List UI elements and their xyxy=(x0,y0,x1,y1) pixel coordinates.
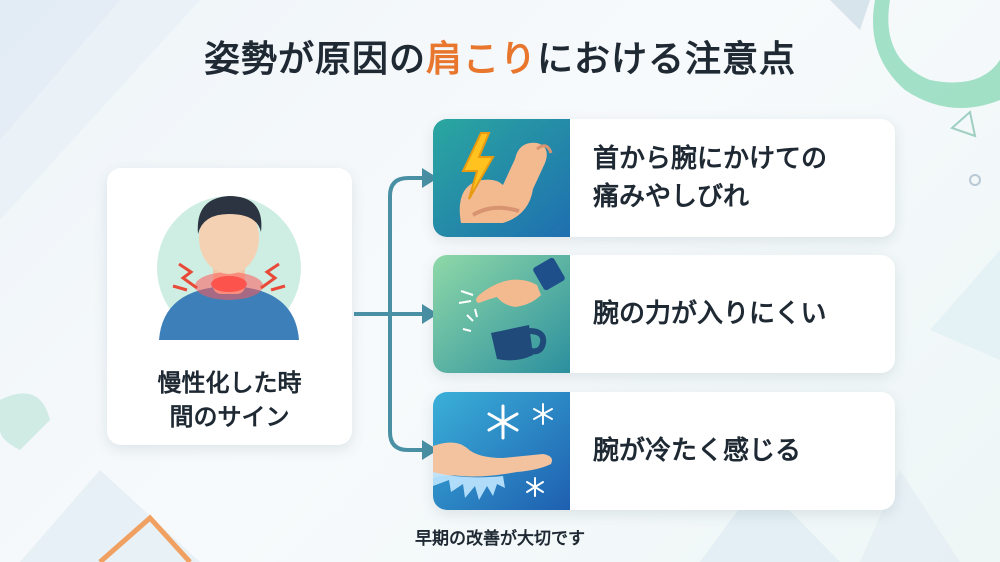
source-label-line1: 慢性化した時 xyxy=(157,369,302,397)
sign-card-weak-arm: 腕の力が入りにくい xyxy=(433,255,895,373)
arm-lightning-icon xyxy=(433,119,570,237)
sign-text: 首から腕にかけての 痛みやしびれ xyxy=(593,119,883,237)
source-label: 慢性化した時 間のサイン xyxy=(107,366,352,434)
cold-arm-snowflake-icon xyxy=(433,392,570,510)
arrow-head-top xyxy=(422,168,438,188)
source-card: 慢性化した時 間のサイン xyxy=(107,168,352,445)
branch-arrows xyxy=(354,168,438,460)
sign-text-line1: 腕が冷たく感じる xyxy=(593,436,802,466)
arrow-head-bottom xyxy=(422,440,438,460)
sign-text-line1: 腕の力が入りにくい xyxy=(593,299,827,329)
title-highlight: 肩こり xyxy=(425,39,537,80)
title-text-end: における注意点 xyxy=(537,39,797,80)
footer-note: 早期の改善が大切です xyxy=(415,529,585,549)
source-label-line2: 間のサイン xyxy=(169,403,290,431)
page-title: 姿勢が原因の肩こりにおける注意点 xyxy=(0,30,1000,82)
sign-text-line2: 痛みやしびれ xyxy=(593,182,750,212)
sign-text: 腕の力が入りにくい xyxy=(593,255,883,373)
person-neck-pain-icon xyxy=(157,196,301,340)
sign-card-arm-pain: 首から腕にかけての 痛みやしびれ xyxy=(433,119,895,237)
sign-text-line1: 首から腕にかけての xyxy=(593,144,828,174)
sign-card-cold-arm: 腕が冷たく感じる xyxy=(433,392,895,510)
arrow-head-middle xyxy=(422,304,438,324)
sign-text: 腕が冷たく感じる xyxy=(593,392,883,510)
hand-dropping-cup-icon xyxy=(433,255,570,373)
title-text: 姿勢が原因の xyxy=(203,39,426,80)
